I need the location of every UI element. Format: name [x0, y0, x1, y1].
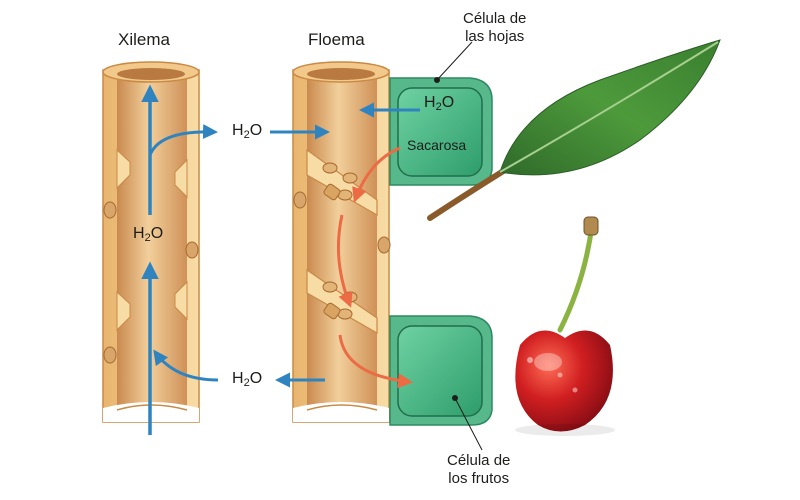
fruit-cell-callout: Célula de los frutos	[447, 452, 510, 488]
water-label-leaf-cell: H2O	[424, 94, 455, 113]
fruit-cell-label-line1: Célula de	[447, 452, 511, 469]
fruit-cell	[389, 315, 493, 426]
leaf-cell-label-line2: las hojas	[465, 28, 525, 45]
phloem-label: Floema	[308, 30, 365, 49]
xylem-label: Xilema	[118, 30, 170, 49]
sucrose-label: Sacarosa	[407, 137, 467, 153]
water-label-xylem: H2O	[133, 225, 164, 244]
leaf-cell-callout: Célula de las hojas	[463, 10, 526, 46]
leaf-illustration	[427, 39, 721, 221]
cherry-illustration	[515, 216, 615, 436]
sucrose-arrows	[336, 146, 413, 389]
leaf-cell-label-line1: Célula de	[463, 10, 527, 27]
fruit-cell-label-line2: los frutos	[448, 470, 510, 487]
water-label-lower: H2O	[232, 370, 263, 389]
water-arrows	[141, 84, 420, 435]
water-label-upper: H2O	[232, 122, 263, 141]
leaf-cell	[389, 77, 493, 186]
callout-lines	[434, 41, 483, 451]
phloem-vessel	[292, 61, 391, 423]
